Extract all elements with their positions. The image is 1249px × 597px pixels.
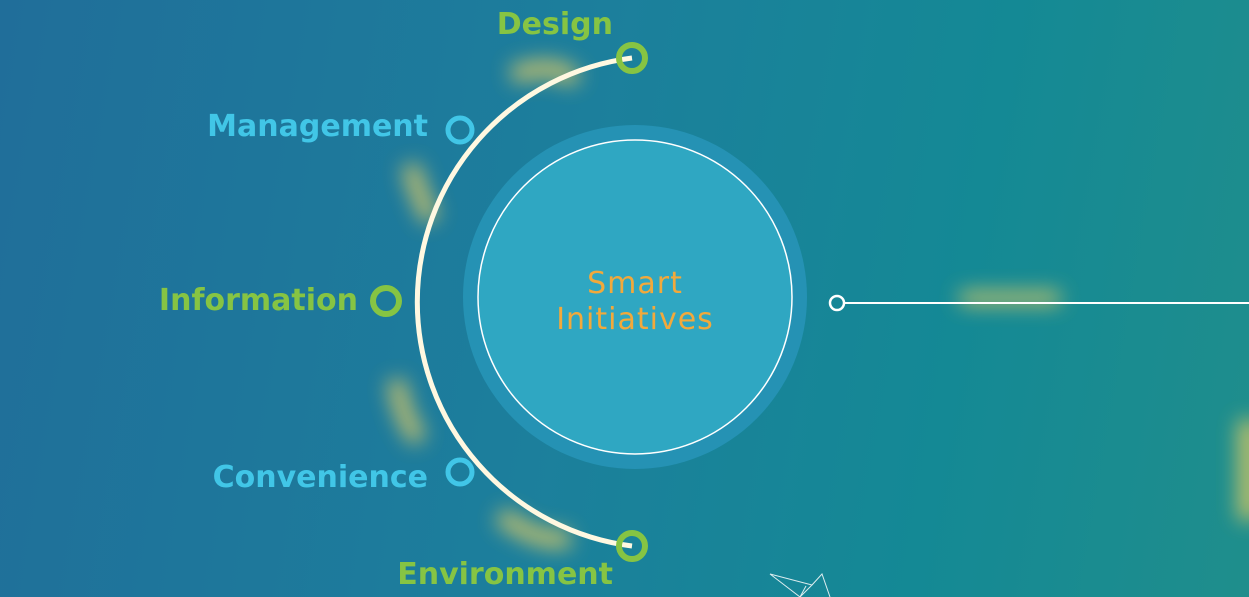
- arc-glow: [387, 59, 1249, 549]
- label-environment: Environment: [397, 557, 613, 592]
- node-management-icon: [445, 115, 475, 145]
- label-information: Information: [158, 283, 358, 318]
- node-design-icon: [616, 42, 648, 74]
- center-title: Smart Initiatives: [480, 266, 790, 338]
- label-management: Management: [207, 109, 428, 144]
- label-convenience: Convenience: [212, 460, 428, 495]
- origami-bird-icon: [769, 573, 831, 597]
- node-environment-icon: [616, 530, 648, 562]
- label-design: Design: [496, 7, 613, 42]
- center-title-line-1: Smart: [587, 266, 683, 301]
- connector-arc: [414, 55, 633, 549]
- right-connector: [828, 294, 1249, 312]
- center-circle: [463, 125, 807, 469]
- center-title-line-2: Initiatives: [556, 302, 714, 337]
- node-convenience-icon: [445, 457, 475, 487]
- node-information-icon: [370, 285, 402, 317]
